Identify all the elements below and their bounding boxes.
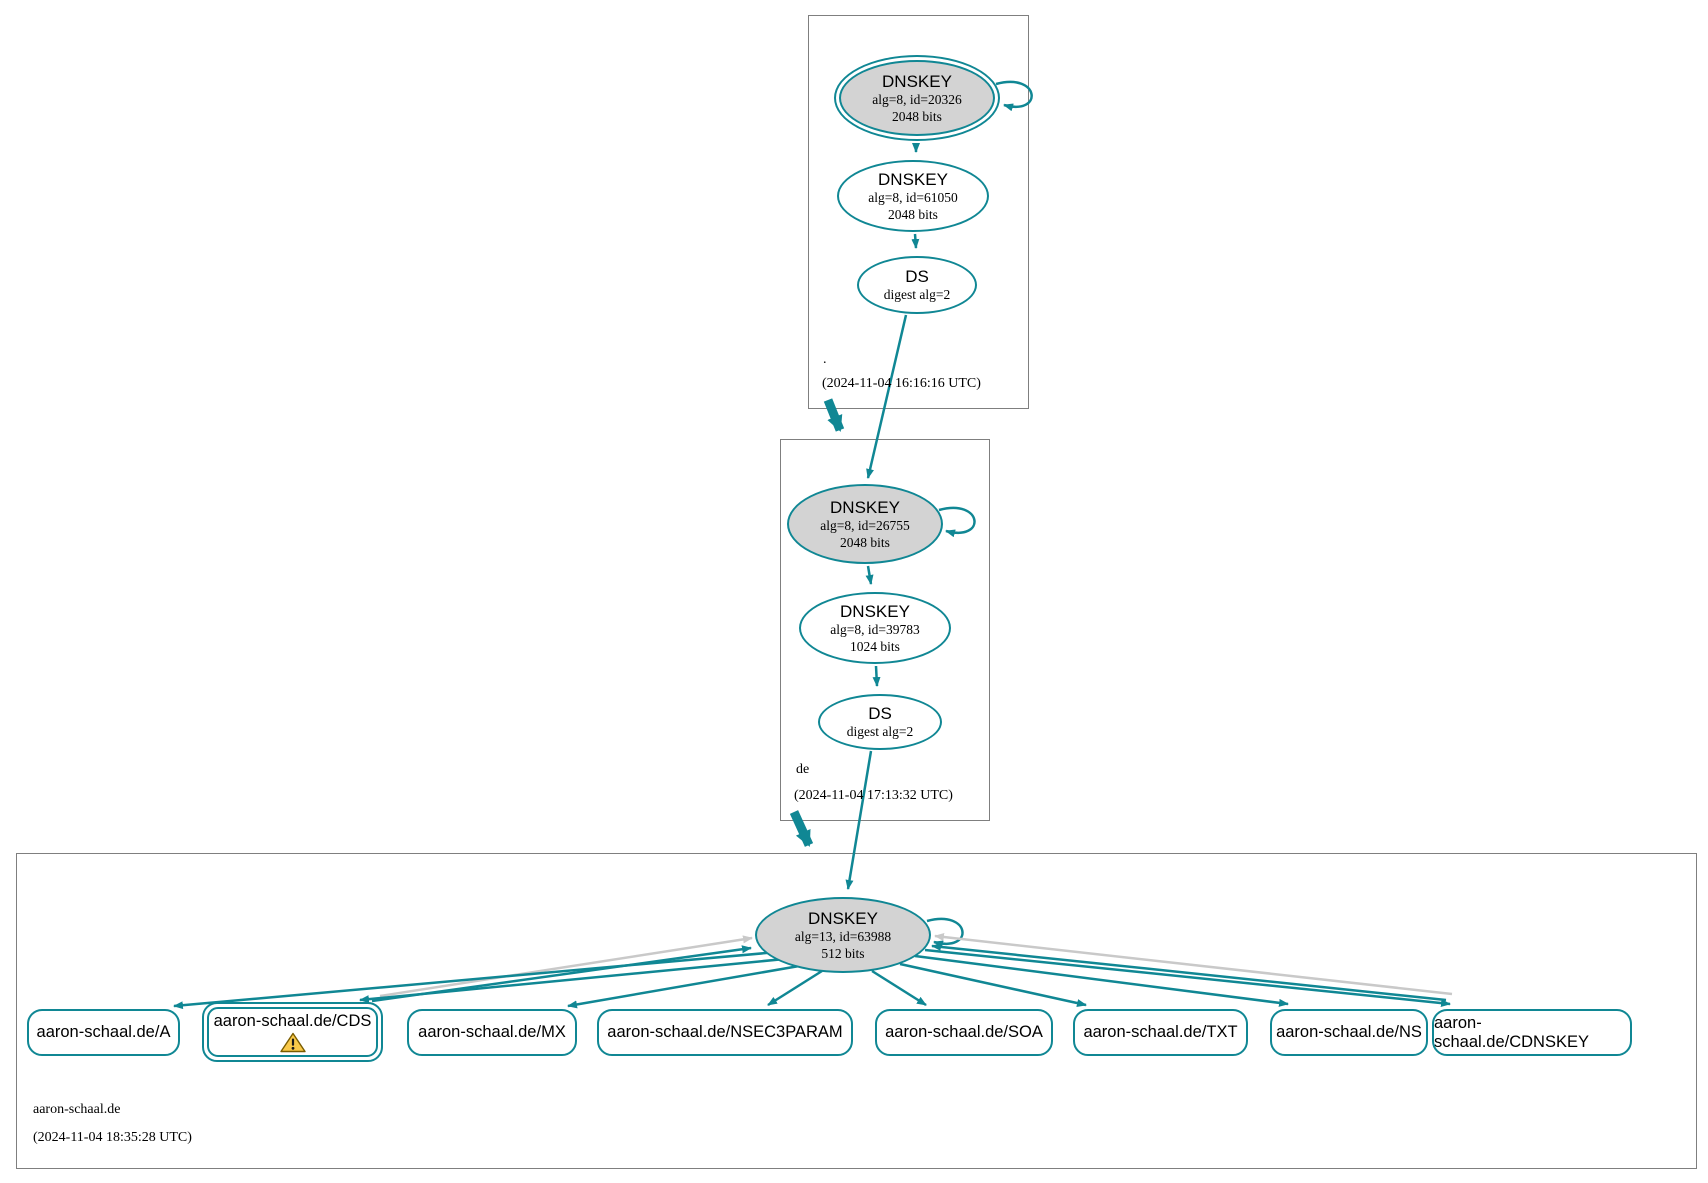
rrset-cds[interactable]: aaron-schaal.de/CDS [202,1002,383,1062]
node-root-zsk[interactable]: DNSKEY alg=8, id=61050 2048 bits [837,160,989,232]
node-type-label: DNSKEY [808,908,878,928]
rrset-label: aaron-schaal.de/MX [418,1023,566,1041]
node-de-zsk[interactable]: DNSKEY alg=8, id=39783 1024 bits [799,592,951,664]
node-alg-id: alg=8, id=39783 [830,621,920,637]
node-bits: 2048 bits [892,108,942,124]
node-digest: digest alg=2 [846,724,914,740]
node-alg-id: alg=8, id=26755 [820,517,910,533]
rrset-label: aaron-schaal.de/NS [1276,1023,1422,1041]
node-type-label: DNSKEY [840,601,910,621]
rrset-nsec3param[interactable]: aaron-schaal.de/NSEC3PARAM [597,1009,853,1056]
warning-icon [279,1032,306,1052]
node-digest: digest alg=2 [883,287,951,303]
node-bits: 2048 bits [840,534,890,550]
rrset-ns[interactable]: aaron-schaal.de/NS [1270,1009,1428,1056]
node-de-ksk[interactable]: DNSKEY alg=8, id=26755 2048 bits [787,484,943,564]
node-alg-id: alg=8, id=20326 [872,91,962,107]
node-type-label: DNSKEY [882,71,952,91]
rrset-a[interactable]: aaron-schaal.de/A [27,1009,180,1056]
zone-timestamp-de: (2024-11-04 17:13:32 UTC) [794,788,953,803]
rrset-soa[interactable]: aaron-schaal.de/SOA [875,1009,1053,1056]
node-root-ksk-inner: DNSKEY alg=8, id=20326 2048 bits [839,60,995,136]
zone-name-root: . [823,352,827,367]
node-alg-id: alg=8, id=61050 [868,189,958,205]
node-root-ds[interactable]: DS digest alg=2 [857,256,977,314]
rrset-label: aaron-schaal.de/CDNSKEY [1434,1013,1589,1051]
rrset-mx[interactable]: aaron-schaal.de/MX [407,1009,577,1056]
node-aaron-ksk[interactable]: DNSKEY alg=13, id=63988 512 bits [755,897,931,973]
node-bits: 512 bits [821,945,865,961]
node-type-label: DNSKEY [830,497,900,517]
rrset-cdnskey[interactable]: aaron-schaal.de/CDNSKEY [1432,1009,1632,1056]
zone-timestamp-aaron: (2024-11-04 18:35:28 UTC) [33,1130,192,1145]
node-de-ds[interactable]: DS digest alg=2 [818,694,942,750]
rrset-label: aaron-schaal.de/A [36,1023,171,1041]
node-bits: 2048 bits [888,206,938,222]
node-type-label: DS [905,266,929,286]
rrset-label: aaron-schaal.de/TXT [1083,1023,1238,1041]
node-root-ksk[interactable]: DNSKEY alg=8, id=20326 2048 bits [834,55,1000,141]
rrset-label: aaron-schaal.de/NSEC3PARAM [607,1023,843,1041]
node-bits: 1024 bits [850,638,900,654]
rrset-txt[interactable]: aaron-schaal.de/TXT [1073,1009,1248,1056]
node-type-label: DS [868,703,892,723]
zone-name-aaron: aaron-schaal.de [33,1102,121,1117]
rrset-label: aaron-schaal.de/CDS [213,1011,372,1030]
zone-timestamp-root: (2024-11-04 16:16:16 UTC) [822,376,981,391]
rrset-label: aaron-schaal.de/SOA [885,1023,1043,1041]
node-type-label: DNSKEY [878,169,948,189]
zone-name-de: de [796,762,810,777]
node-alg-id: alg=13, id=63988 [794,928,892,944]
